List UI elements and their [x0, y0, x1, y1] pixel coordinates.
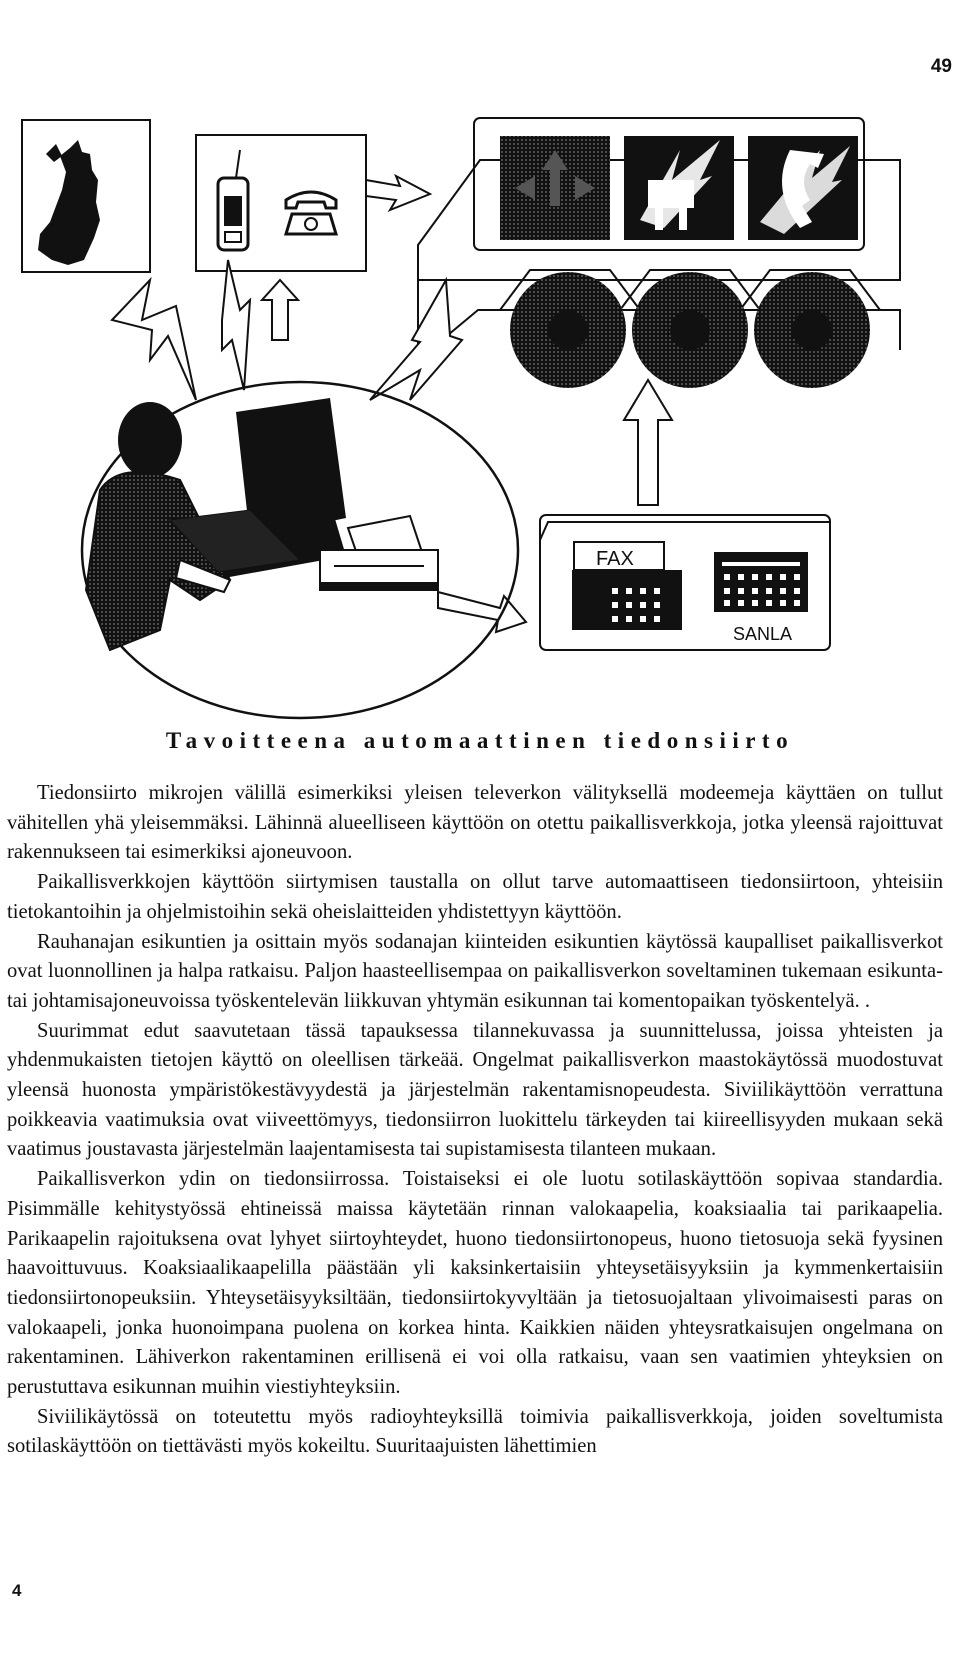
- phone-panel: [195, 134, 367, 272]
- paragraph: Tiedonsiirto mikrojen välillä esimerkiks…: [7, 782, 943, 864]
- paragraph: Suurimmat edut saavutetaan tässä tapauks…: [7, 1019, 943, 1161]
- vehicle-wheels: [499, 269, 881, 388]
- network-illustration: FAX SANLA: [0, 110, 960, 730]
- figure-caption: Tavoitteena automaattinen tiedonsiirto: [165, 728, 795, 753]
- signal-bolts: [110, 259, 464, 401]
- finland-map-icon: [38, 140, 100, 265]
- mobile-phone-icon: [216, 149, 250, 252]
- footer-number: 4: [12, 1581, 22, 1600]
- sanla-label: SANLA: [733, 624, 792, 644]
- fax-label: FAX: [596, 548, 634, 570]
- workstation-scene: [80, 380, 520, 720]
- page-number: 49: [930, 56, 952, 77]
- command-vehicle: [417, 117, 901, 388]
- paragraph: Paikallisverkon ydin on tiedonsiirrossa.…: [7, 1168, 943, 1399]
- paragraph: Siviilikäytössä on toteutettu myös radio…: [7, 1405, 943, 1458]
- telephone-icon: [283, 190, 339, 236]
- network-illustration-svg: FAX SANLA: [21, 117, 901, 720]
- vehicle-screen-navigation: [500, 136, 610, 240]
- fax-machine-icon: FAX: [572, 541, 682, 630]
- paragraph: Paikallisverkkojen käyttöön siirtymisen …: [7, 871, 943, 923]
- data-flow-arrows: [259, 173, 674, 634]
- body-text: Tiedonsiirto mikrojen välillä esimerkiks…: [7, 779, 943, 1462]
- paragraph: Rauhanajan esikuntien ja osittain myös s…: [7, 930, 943, 1012]
- power-plug-icon: [624, 136, 734, 240]
- keypad-terminal-icon: [714, 552, 808, 612]
- printer-icon: [319, 514, 439, 591]
- fax-sanla-panel: FAX SANLA: [539, 514, 831, 651]
- computer-workstation-icon: [168, 398, 346, 578]
- telephone-screen-icon: [748, 136, 858, 240]
- map-panel: [21, 119, 151, 273]
